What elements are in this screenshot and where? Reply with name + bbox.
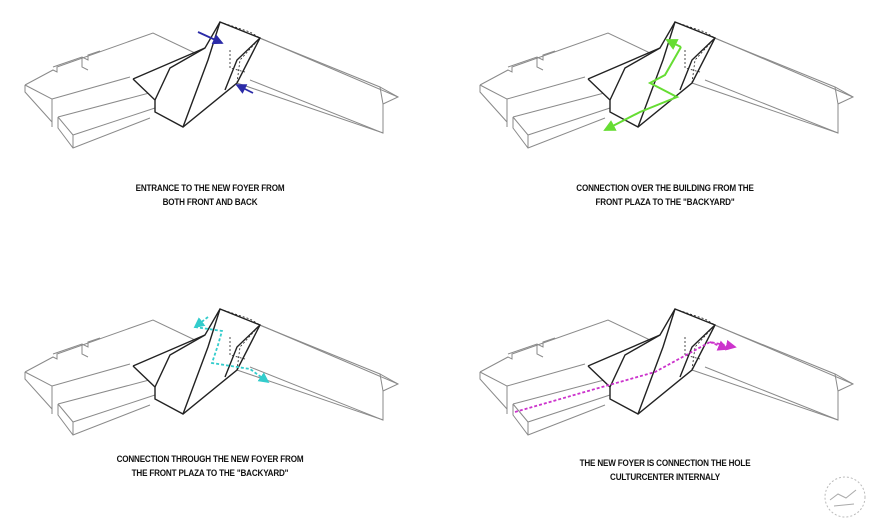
building-outline bbox=[52, 50, 101, 68]
building-outline bbox=[714, 37, 854, 98]
building-outline bbox=[236, 369, 384, 421]
building-outline bbox=[51, 363, 131, 387]
building-outline bbox=[219, 21, 400, 134]
foyer-outline bbox=[132, 308, 261, 415]
building-outline bbox=[57, 117, 151, 149]
building-outline bbox=[479, 371, 508, 409]
caption-line: CONNECTION OVER THE BUILDING FROM THE bbox=[576, 183, 754, 193]
building-outline bbox=[674, 308, 855, 421]
circulation-arrow bbox=[603, 46, 682, 131]
building-outline bbox=[507, 50, 556, 68]
building-outline bbox=[51, 76, 131, 100]
caption-line: THE FRONT PLAZA TO THE "BACKYARD" bbox=[131, 468, 289, 478]
building-outline bbox=[512, 117, 606, 149]
building-outline bbox=[479, 85, 508, 127]
circulation-arrow bbox=[197, 31, 224, 45]
foyer-outline bbox=[154, 334, 206, 388]
circulation-arrow bbox=[194, 326, 270, 384]
foyer-outline bbox=[132, 21, 261, 128]
caption-line: FRONT PLAZA TO THE "BACKYARD" bbox=[595, 197, 735, 207]
foyer-hidden-edge bbox=[229, 50, 246, 73]
foyer-outline bbox=[679, 37, 716, 91]
building-diagram-4 bbox=[479, 308, 855, 436]
foyer-outline bbox=[637, 21, 676, 128]
foyer-outline bbox=[587, 308, 716, 415]
foyer-outline bbox=[637, 308, 676, 415]
building-outline bbox=[512, 404, 606, 436]
foyer-outline bbox=[609, 334, 661, 388]
caption-line: ENTRANCE TO THE NEW FOYER FROM bbox=[135, 183, 285, 193]
foyer-hidden-edge bbox=[684, 50, 701, 73]
building-outline bbox=[507, 337, 556, 355]
building-outline bbox=[506, 363, 586, 387]
building-outline bbox=[81, 344, 89, 358]
building-outline bbox=[536, 344, 544, 358]
foyer-outline bbox=[224, 324, 261, 378]
building-outline bbox=[259, 324, 399, 385]
building-diagram-3 bbox=[24, 308, 400, 436]
building-outline bbox=[219, 308, 400, 421]
foyer-outline bbox=[679, 324, 716, 378]
building-outline bbox=[57, 394, 156, 423]
building-outline bbox=[24, 372, 53, 414]
building-outline bbox=[506, 76, 586, 100]
building-outline bbox=[24, 84, 53, 122]
building-outline bbox=[691, 369, 839, 421]
building-outline bbox=[57, 404, 151, 436]
caption-internal-connection: THE NEW FOYER IS CONNECTION THE HOLE CUL… bbox=[503, 456, 827, 484]
circulation-arrow bbox=[665, 39, 682, 50]
building-outline bbox=[81, 57, 89, 71]
building-outline bbox=[536, 57, 544, 71]
watermark-seal-icon bbox=[824, 476, 866, 518]
building-outline bbox=[691, 82, 839, 134]
building-outline bbox=[236, 82, 384, 134]
building-diagram-1 bbox=[24, 21, 400, 149]
building-outline bbox=[512, 107, 611, 136]
caption-entrance: ENTRANCE TO THE NEW FOYER FROM BOTH FRON… bbox=[48, 181, 372, 209]
caption-over-building: CONNECTION OVER THE BUILDING FROM THE FR… bbox=[503, 181, 827, 209]
foyer-outline bbox=[609, 47, 661, 101]
caption-line: CONNECTION THROUGH THE NEW FOYER FROM bbox=[116, 454, 304, 464]
foyer-outline bbox=[224, 37, 261, 91]
building-outline bbox=[24, 85, 53, 127]
circulation-arrow bbox=[709, 340, 729, 351]
caption-through-foyer: CONNECTION THROUGH THE NEW FOYER FROM TH… bbox=[48, 452, 372, 480]
caption-line: BOTH FRONT AND BACK bbox=[162, 197, 258, 207]
foyer-hidden-edge bbox=[229, 337, 246, 360]
building-outline bbox=[52, 337, 101, 355]
building-outline bbox=[674, 21, 855, 134]
building-outline bbox=[259, 37, 399, 98]
building-outline bbox=[512, 394, 611, 423]
circulation-arrow bbox=[193, 316, 209, 329]
building-outline bbox=[479, 372, 508, 414]
circulation-arrow bbox=[235, 84, 254, 94]
foyer-outline bbox=[587, 21, 716, 128]
building-outline bbox=[479, 84, 508, 122]
foyer-outline bbox=[182, 308, 221, 415]
foyer-outline bbox=[154, 47, 206, 101]
building-diagram-2 bbox=[479, 21, 855, 149]
caption-line: THE NEW FOYER IS CONNECTION THE HOLE bbox=[579, 458, 751, 468]
building-outline bbox=[714, 324, 854, 385]
building-outline bbox=[57, 107, 156, 136]
building-outline bbox=[24, 371, 53, 409]
caption-line: CULTURCENTER INTERNALY bbox=[610, 472, 720, 482]
